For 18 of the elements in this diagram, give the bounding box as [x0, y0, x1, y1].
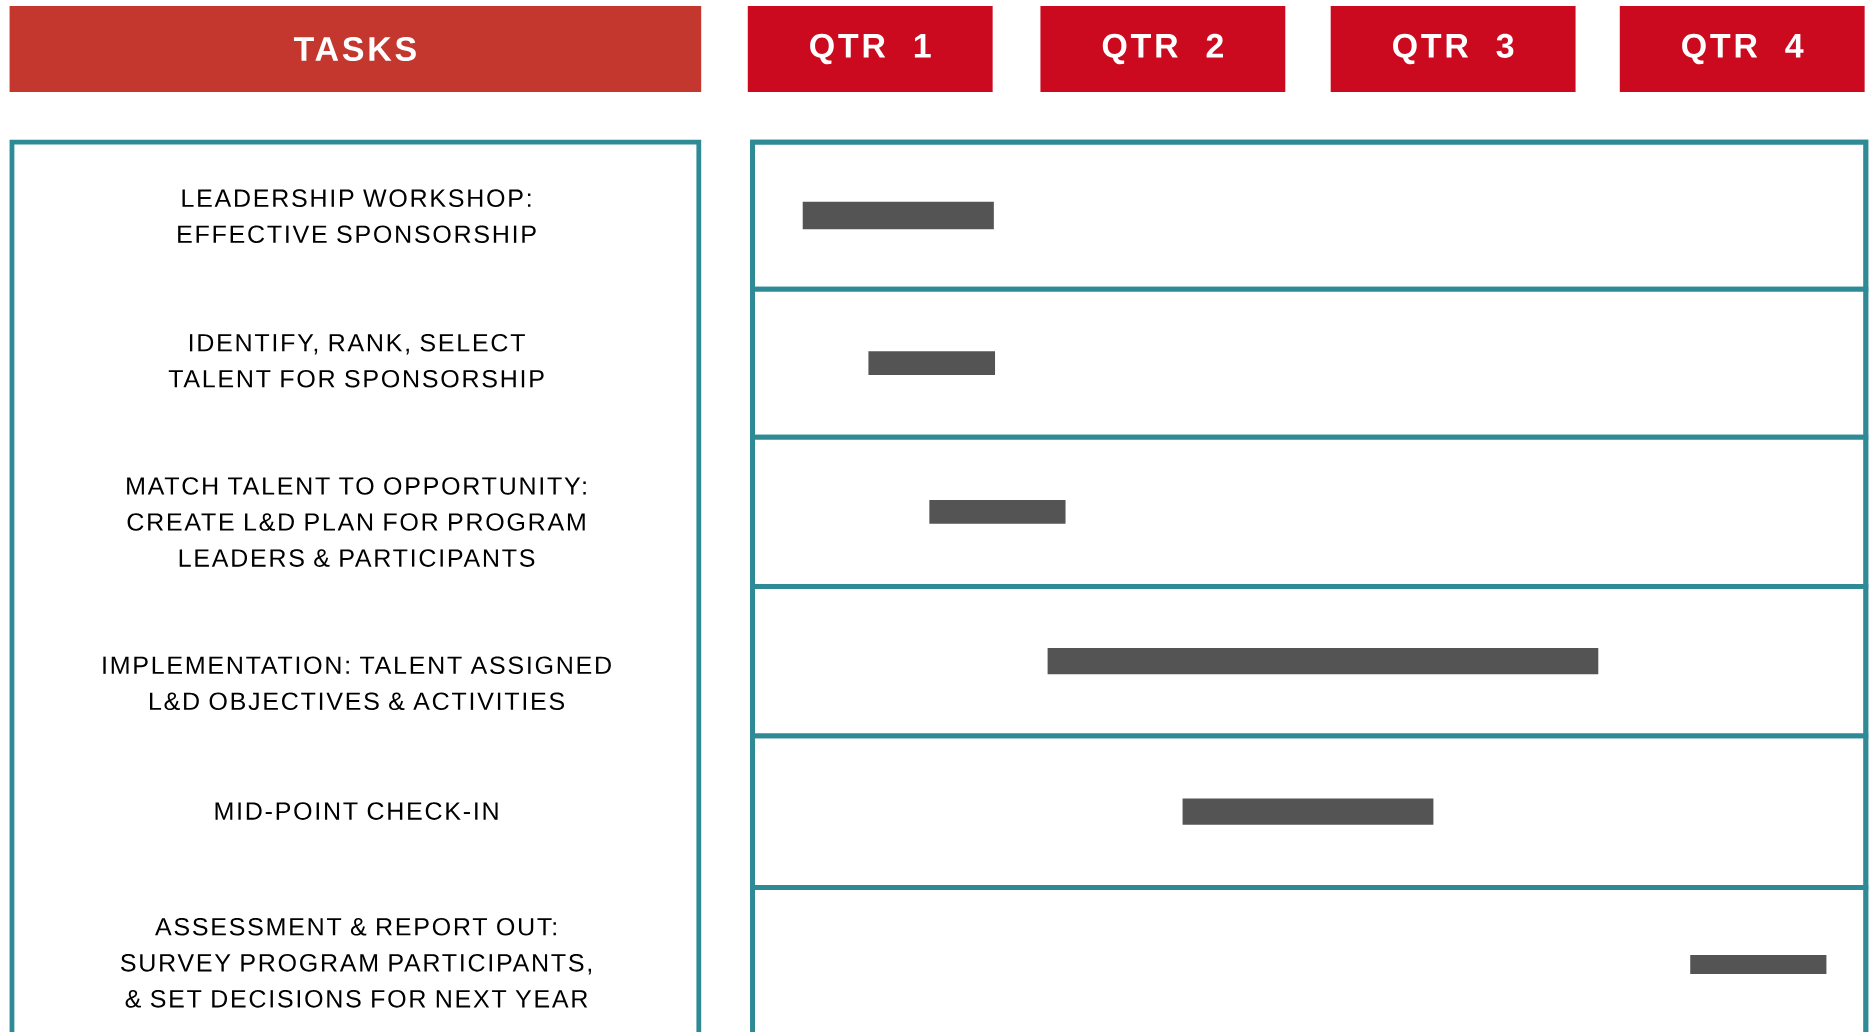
- gantt-bar: [802, 201, 994, 230]
- gantt-bar: [868, 351, 996, 376]
- gantt-bar: [1182, 798, 1434, 825]
- header-box: QTR 2: [1040, 5, 1286, 92]
- header-box: QTR 4: [1619, 5, 1865, 92]
- header-box: QTR 1: [747, 5, 993, 92]
- gantt-bar: [1690, 955, 1827, 975]
- gantt-bar: [1047, 648, 1599, 675]
- task-label: MATCH TALENT TO OPPORTUNITY: CREATE L&D PLAN FOR PROGRAM LEADERS & PARTICIPANTS: [127, 477, 586, 567]
- task-label: LEADERSHIP WORKSHOP: EFFECTIVE SPONSORSHIP: [178, 189, 536, 244]
- task-label: ASSESSMENT & REPORT OUT: SURVEY PROGRAM PARTICIPANTS, & SET DECISIONS FOR NEXT YEAR: [121, 917, 591, 1008]
- task-label: MID-POINT CHECK-IN: [215, 802, 498, 820]
- gantt-bar: [929, 499, 1066, 524]
- task-label: IDENTIFY, RANK, SELECT TALENT FOR SPONSORSHIP: [168, 333, 544, 388]
- header-box: QTR 3: [1330, 5, 1576, 92]
- timeline-row: [750, 885, 1869, 1032]
- header-box: TASKS: [9, 5, 702, 92]
- task-label: IMPLEMENTATION: TALENT ASSIGNED L&D OBJECTIVES & ACTIVITIES: [103, 656, 611, 711]
